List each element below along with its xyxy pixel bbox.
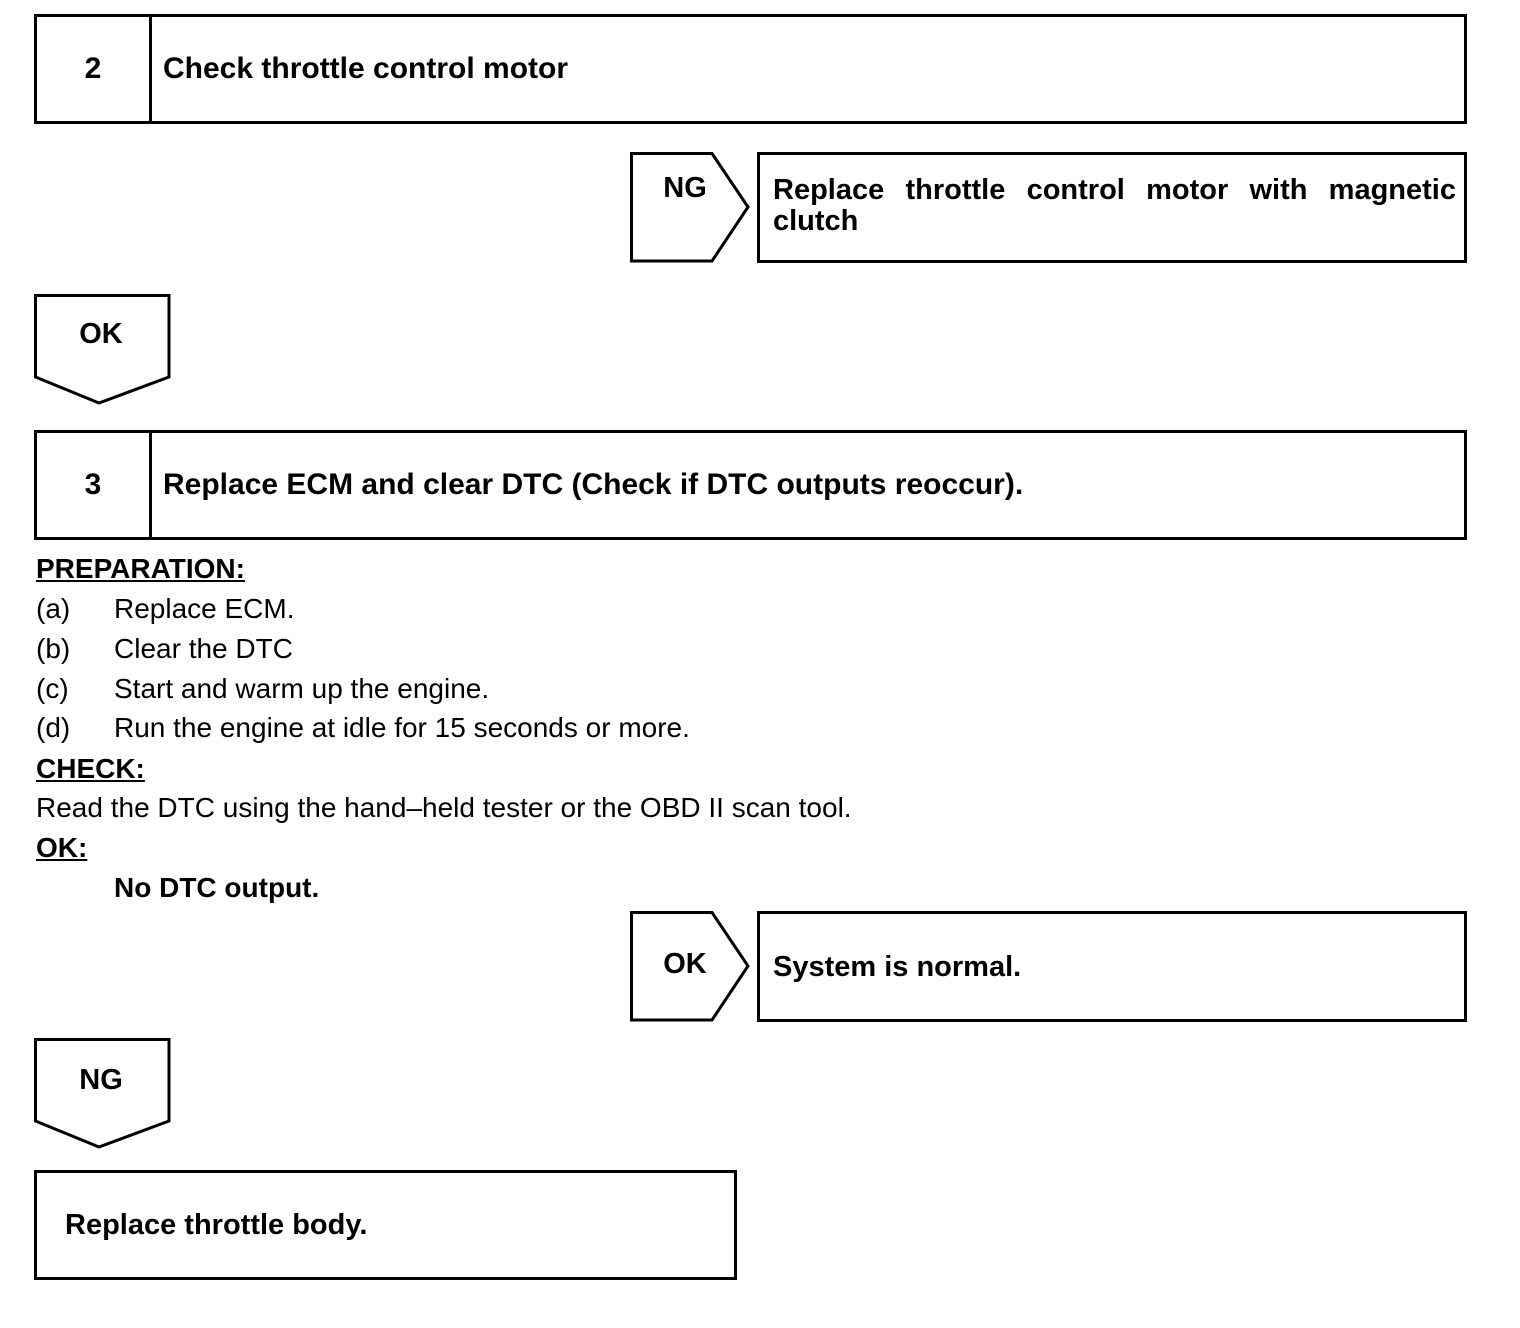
step-3-ng-result-text: Replace throttle body. (65, 1209, 368, 1241)
prep-item-letter: (c) (36, 673, 69, 704)
step-2-ng-tag: NG (630, 152, 752, 264)
prep-item-text: Run the engine at idle for 15 seconds or… (114, 712, 690, 743)
step-2-ok-label: OK (79, 318, 123, 350)
prep-item-text: Start and warm up the engine. (114, 673, 490, 704)
step-3-box: 3 Replace ECM and clear DTC (Check if DT… (34, 430, 1467, 540)
step-3-ok-tag: OK (630, 911, 752, 1023)
step-2-ng-result-text: Replace throttle control motor with magn… (773, 174, 1456, 237)
step-2-ng-label: NG (663, 172, 707, 204)
prep-item-text: Clear the DTC (114, 633, 293, 664)
down-arrow-tag-icon (34, 1038, 171, 1149)
step-3-ok-label: OK (663, 948, 707, 980)
step-3-ok-result-text: System is normal. (773, 951, 1022, 983)
step-2-title: Check throttle control motor (163, 52, 569, 85)
down-arrow-tag-icon (34, 294, 171, 405)
step-2-number: 2 (37, 17, 152, 121)
prep-item-letter: (d) (36, 712, 71, 743)
step-3-ng-label: NG (79, 1064, 123, 1096)
step-3-title: Replace ECM and clear DTC (Check if DTC … (163, 468, 1024, 501)
prep-item-letter: (b) (36, 633, 71, 664)
step-3-number: 3 (37, 433, 152, 537)
preparation-label: PREPARATION: (36, 553, 245, 584)
ok-spec-text: No DTC output. (114, 872, 320, 903)
check-label: CHECK: (36, 753, 145, 784)
step-3-ng-tag: NG (34, 1038, 172, 1150)
step-2-ng-result-box: Replace throttle control motor with magn… (757, 152, 1467, 263)
prep-item-text: Replace ECM. (114, 593, 295, 624)
check-text: Read the DTC using the hand–held tester … (36, 792, 852, 823)
step-3-ng-result-box: Replace throttle body. (34, 1170, 737, 1280)
step-2-box: 2 Check throttle control motor (34, 14, 1467, 124)
right-arrow-tag-icon (630, 911, 750, 1022)
ok-spec-label: OK: (36, 832, 88, 863)
right-arrow-tag-icon (630, 152, 750, 263)
step-2-ok-tag: OK (34, 294, 172, 406)
step-3-ok-result-box: System is normal. (757, 911, 1467, 1022)
prep-item-letter: (a) (36, 593, 71, 624)
